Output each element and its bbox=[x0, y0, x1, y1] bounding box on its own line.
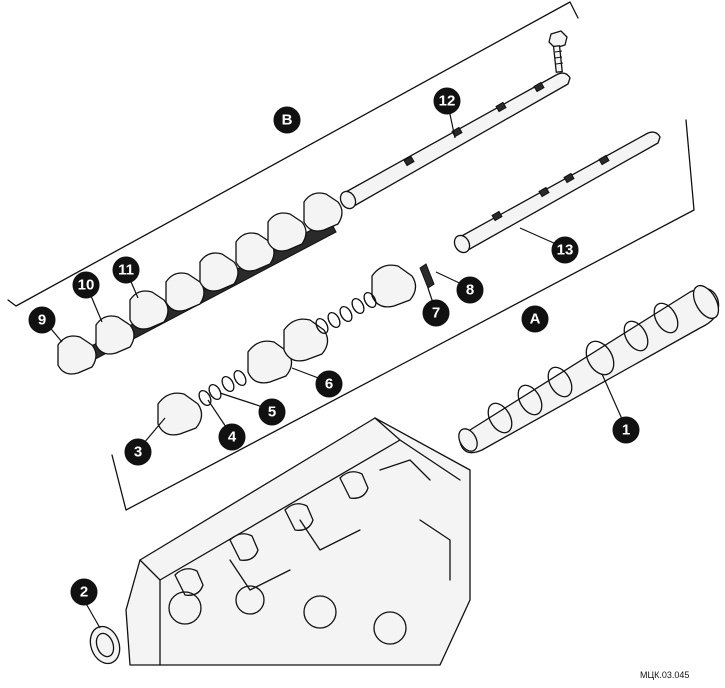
rocker-shaft-bolt bbox=[548, 30, 568, 73]
svg-text:A: A bbox=[530, 311, 541, 328]
group-bracket-b bbox=[7, 1, 579, 307]
callout-5: 5 bbox=[258, 398, 286, 426]
camshaft-oil-seal bbox=[89, 625, 121, 665]
group-bracket-a bbox=[111, 119, 695, 511]
svg-text:13: 13 bbox=[557, 242, 574, 259]
svg-text:8: 8 bbox=[466, 282, 474, 299]
svg-text:11: 11 bbox=[118, 262, 134, 279]
rocker-shaft-upper bbox=[339, 72, 571, 210]
callout-2: 2 bbox=[70, 578, 98, 606]
svg-text:5: 5 bbox=[268, 404, 276, 421]
callout-b: B bbox=[273, 106, 301, 134]
callout-a: A bbox=[521, 305, 549, 333]
svg-text:4: 4 bbox=[228, 429, 237, 446]
rocker-arm-row-upper bbox=[57, 192, 343, 375]
rocker-arm-row-lower bbox=[157, 263, 435, 436]
svg-text:6: 6 bbox=[325, 376, 333, 393]
callout-6: 6 bbox=[315, 370, 343, 398]
callout-1: 1 bbox=[612, 416, 640, 444]
callout-13: 13 bbox=[551, 236, 579, 264]
svg-text:10: 10 bbox=[78, 277, 95, 294]
cylinder-head bbox=[125, 417, 471, 666]
svg-text:9: 9 bbox=[38, 312, 46, 329]
reference-code: МЦК.03.045 bbox=[640, 670, 689, 680]
camshaft bbox=[458, 284, 720, 454]
callout-12: 12 bbox=[433, 87, 461, 115]
rocker-shaft-lower bbox=[453, 131, 661, 254]
callout-8: 8 bbox=[456, 276, 484, 304]
callout-3: 3 bbox=[124, 438, 152, 466]
callout-9: 9 bbox=[28, 306, 56, 334]
svg-text:3: 3 bbox=[134, 444, 142, 461]
svg-text:2: 2 bbox=[80, 584, 88, 601]
svg-text:12: 12 bbox=[439, 93, 456, 110]
callout-4: 4 bbox=[218, 423, 246, 451]
svg-text:B: B bbox=[282, 112, 293, 129]
callout-7: 7 bbox=[422, 299, 450, 327]
callout-10: 10 bbox=[72, 271, 100, 299]
svg-text:7: 7 bbox=[432, 305, 440, 322]
svg-text:1: 1 bbox=[622, 422, 630, 439]
callout-11: 11 bbox=[112, 256, 140, 284]
